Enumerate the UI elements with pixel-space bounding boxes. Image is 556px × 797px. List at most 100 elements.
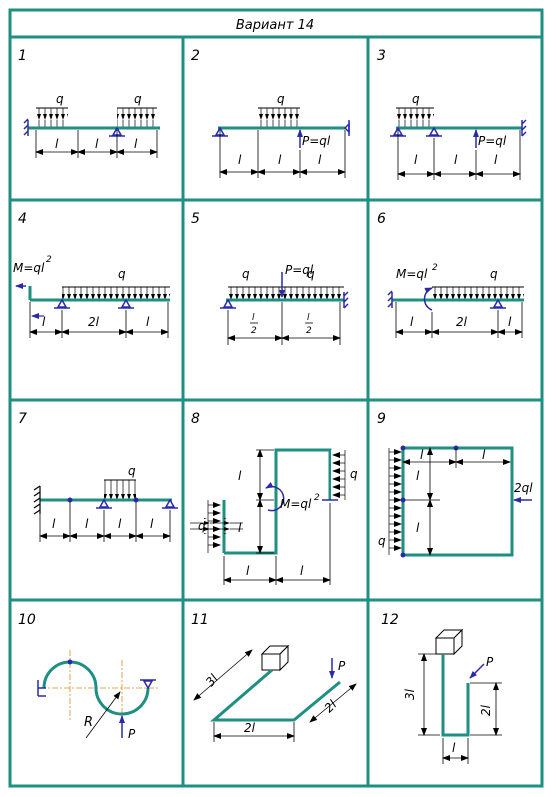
label-radius: R bbox=[84, 715, 93, 730]
dimension-lines bbox=[227, 302, 341, 345]
label-fraction: 2 bbox=[306, 326, 312, 336]
dimension-lines bbox=[193, 649, 357, 742]
distributed-load bbox=[117, 108, 157, 128]
fixed-support bbox=[387, 290, 393, 308]
curved-bar bbox=[42, 660, 150, 716]
label-length: l bbox=[150, 517, 154, 531]
label-moment: M=ql bbox=[280, 497, 312, 511]
cell-number-5: 5 bbox=[191, 211, 200, 227]
pin-support bbox=[490, 298, 506, 309]
label-length: l bbox=[42, 315, 46, 329]
cell-number-12: 12 bbox=[381, 612, 399, 628]
hinge bbox=[133, 497, 139, 503]
label-length: l bbox=[318, 153, 322, 167]
fixed-support bbox=[33, 485, 41, 515]
fixed-support bbox=[343, 291, 349, 309]
label-length: l bbox=[134, 137, 138, 151]
label-length: l bbox=[55, 137, 59, 151]
label-length: l bbox=[246, 564, 250, 578]
distributed-load bbox=[331, 450, 345, 500]
label-length: l bbox=[420, 448, 424, 462]
distributed-load bbox=[228, 287, 344, 301]
pin-support bbox=[426, 126, 442, 137]
grid-frame bbox=[8, 8, 544, 788]
label-length: l bbox=[416, 521, 420, 535]
label-fraction: 2 bbox=[251, 326, 257, 336]
hinge bbox=[400, 497, 406, 503]
hinge bbox=[67, 659, 73, 665]
cell-number-8: 8 bbox=[191, 411, 200, 427]
label-q: q bbox=[128, 464, 136, 478]
pin-support bbox=[96, 498, 112, 509]
label-length: l bbox=[85, 517, 89, 531]
label-force: P=ql bbox=[478, 134, 507, 148]
label-q: q bbox=[378, 534, 386, 548]
label-q: q bbox=[242, 267, 250, 281]
distributed-load bbox=[104, 480, 136, 500]
scheme-10: R P bbox=[37, 650, 160, 741]
distributed-load bbox=[396, 108, 434, 128]
scheme-3: q P=ql l l l bbox=[390, 92, 527, 180]
label-length: l bbox=[118, 517, 122, 531]
pin-support bbox=[54, 298, 70, 309]
label-length: 2l bbox=[456, 315, 468, 329]
label-exponent: 2 bbox=[432, 263, 438, 273]
pin-support bbox=[162, 498, 178, 509]
dimension-lines bbox=[223, 449, 331, 585]
label-q: q bbox=[277, 92, 285, 106]
hinge bbox=[400, 445, 406, 451]
radius-line bbox=[85, 691, 121, 739]
cell-number-7: 7 bbox=[18, 411, 27, 427]
dimension-lines bbox=[219, 130, 346, 178]
cell-number-3: 3 bbox=[377, 48, 386, 64]
label-length: l bbox=[410, 315, 414, 329]
frame bbox=[401, 446, 514, 557]
dimension-lines bbox=[29, 302, 169, 338]
label-force: P=ql bbox=[285, 263, 314, 277]
variant-title: Вариант 14 bbox=[236, 18, 314, 33]
label-q: q bbox=[412, 92, 420, 106]
cell-number-6: 6 bbox=[377, 211, 386, 227]
label-length: l bbox=[146, 315, 150, 329]
scheme-1: q q l l l bbox=[23, 92, 160, 158]
label-force: P bbox=[338, 659, 346, 673]
scheme-5: q P=ql q l 2 l 2 bbox=[220, 263, 349, 345]
label-length: l bbox=[454, 153, 458, 167]
label-force: P bbox=[486, 655, 494, 669]
pin-support bbox=[343, 120, 350, 136]
label-length: l bbox=[52, 517, 56, 531]
moment-arrow bbox=[423, 287, 433, 311]
fixed-block bbox=[434, 628, 464, 656]
label-length: 3l bbox=[403, 688, 417, 700]
label-length: l bbox=[482, 448, 486, 462]
cell-number-10: 10 bbox=[18, 612, 36, 628]
label-exponent: 2 bbox=[46, 255, 52, 265]
dimension-lines bbox=[418, 653, 502, 764]
label-length: 2l bbox=[244, 721, 256, 735]
pin-support bbox=[220, 298, 236, 309]
label-length: 3l bbox=[203, 671, 221, 689]
distributed-load bbox=[258, 108, 300, 128]
scheme-11: 3l 2l 2l P bbox=[193, 644, 357, 742]
scheme-8: l l M=ql 2 q q l l bbox=[190, 448, 358, 585]
cell-number-4: 4 bbox=[18, 211, 27, 227]
label-q: q bbox=[56, 92, 64, 106]
force-arrow bbox=[469, 663, 485, 679]
label-fraction: l bbox=[252, 313, 255, 323]
label-q: q bbox=[118, 267, 126, 281]
fixed-support bbox=[521, 119, 527, 137]
label-length: l bbox=[416, 469, 420, 483]
distributed-load bbox=[432, 287, 524, 301]
cell-number-2: 2 bbox=[191, 48, 200, 64]
scheme-2: q P=ql l l l bbox=[212, 92, 350, 178]
cell-number-9: 9 bbox=[377, 411, 386, 427]
fixed-support bbox=[37, 680, 46, 697]
space-frame bbox=[441, 654, 470, 737]
distributed-load bbox=[62, 287, 170, 301]
label-exponent: 2 bbox=[314, 493, 320, 503]
label-length: l bbox=[238, 469, 242, 483]
label-q: q bbox=[134, 92, 142, 106]
label-length: l bbox=[508, 315, 512, 329]
hinge bbox=[400, 552, 406, 558]
